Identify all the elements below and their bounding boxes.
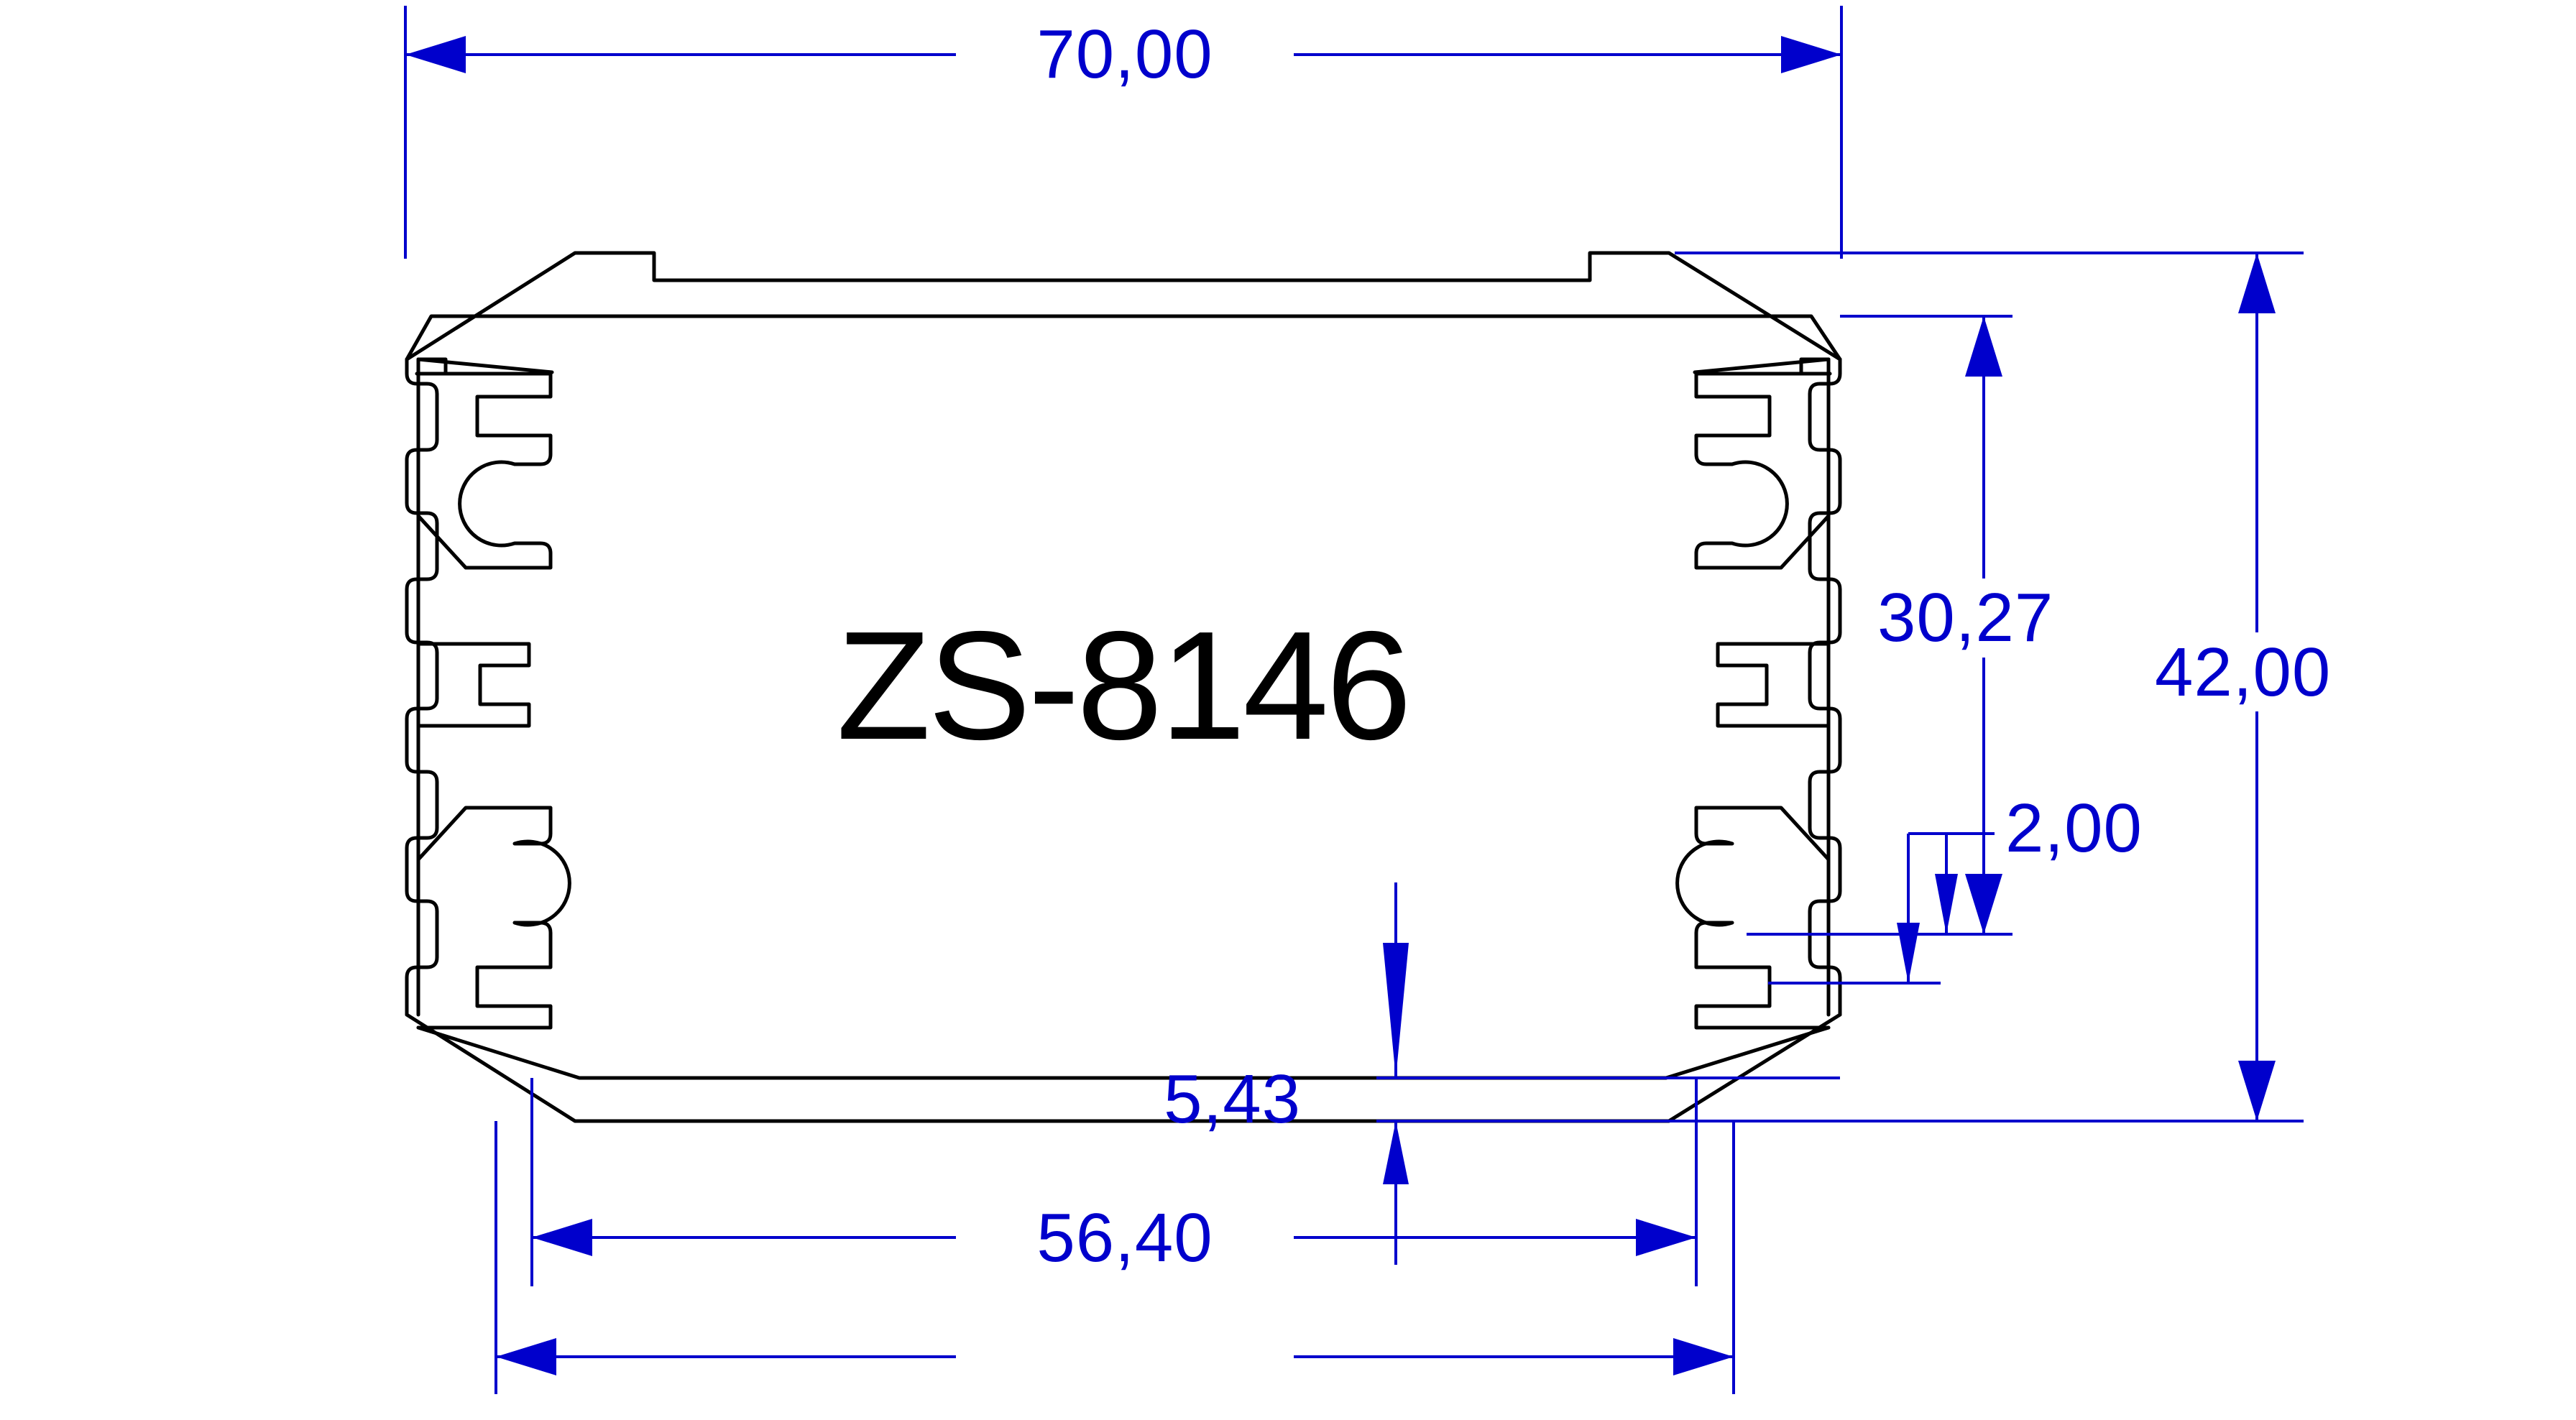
arrowhead-bottom-3027 (1965, 874, 2002, 934)
arrowhead-top-543 (1383, 943, 1409, 1078)
arrowhead-left-70 (405, 36, 466, 73)
base-plate-inner (416, 1025, 1831, 1080)
dim-text-bg-3027 (1869, 578, 2106, 658)
top-cover-outer (405, 251, 1842, 361)
arrowhead-right-70 (1781, 36, 1841, 73)
right-wall-outer (1808, 357, 1842, 1017)
dim-label-overall-height: 42,00 (2155, 634, 2331, 711)
dimension-base-inner-width: 56,40 (530, 1078, 1698, 1286)
part-number-label: ZS-8146 (837, 599, 1409, 772)
arrowhead-right-5640 (1636, 1219, 1696, 1256)
dim-text-bg-42 (2145, 632, 2390, 711)
base-plate-outer (405, 1013, 1842, 1123)
dim-label-overall-width: 70,00 (1036, 16, 1213, 93)
arrowhead-b-200 (1897, 923, 1920, 983)
dimension-base-outer-width (494, 1121, 1735, 1397)
left-bottom-rail-and-boss (416, 806, 571, 1030)
arrowhead-bottom-42 (2238, 1061, 2276, 1121)
right-top-rail-and-boss (1694, 372, 1832, 570)
top-cover-inner (405, 314, 1842, 361)
dim-text-bg-70 (956, 16, 1294, 95)
right-middle-t-slot (1716, 642, 1831, 728)
arrowhead-top-3027 (1965, 316, 2002, 377)
arrowhead-left-5640 (532, 1219, 592, 1256)
dim-text-bg-61 (956, 1318, 1294, 1397)
dimension-wall-step: 2,00 (1768, 790, 2143, 985)
right-upper-chamfer-rib (1799, 357, 1831, 376)
dimension-base-thickness: 5,43 (1164, 882, 1840, 1265)
left-top-rail-and-boss (415, 372, 553, 570)
left-top-inner-chamfer (416, 357, 554, 374)
dim-label-wall-step: 2,00 (2005, 790, 2143, 867)
dimension-overall-width: 70,00 (404, 6, 1843, 259)
arrowhead-left-61 (496, 1338, 556, 1375)
dim-label-base-inner-width: 56,40 (1036, 1199, 1213, 1276)
extrusion-profile (405, 251, 1842, 1123)
arrowhead-right-61 (1673, 1338, 1734, 1375)
left-wall-outer (405, 357, 439, 1017)
right-top-inner-chamfer (1693, 357, 1831, 374)
dim-label-base-thickness: 5,43 (1164, 1061, 1301, 1138)
arrowhead-bottom-543 (1383, 1121, 1409, 1184)
arrowhead-top-42 (2238, 253, 2276, 313)
dimension-inner-height: 30,27 (1747, 315, 2106, 936)
arrowhead-a-200 (1935, 874, 1958, 934)
dim-label-inner-height: 30,27 (1877, 579, 2053, 656)
dimension-overall-height: 42,00 (1675, 252, 2390, 1122)
dim-text-bg-5640 (956, 1199, 1294, 1278)
left-middle-t-slot (416, 642, 531, 728)
right-bottom-rail-and-boss (1675, 806, 1831, 1030)
